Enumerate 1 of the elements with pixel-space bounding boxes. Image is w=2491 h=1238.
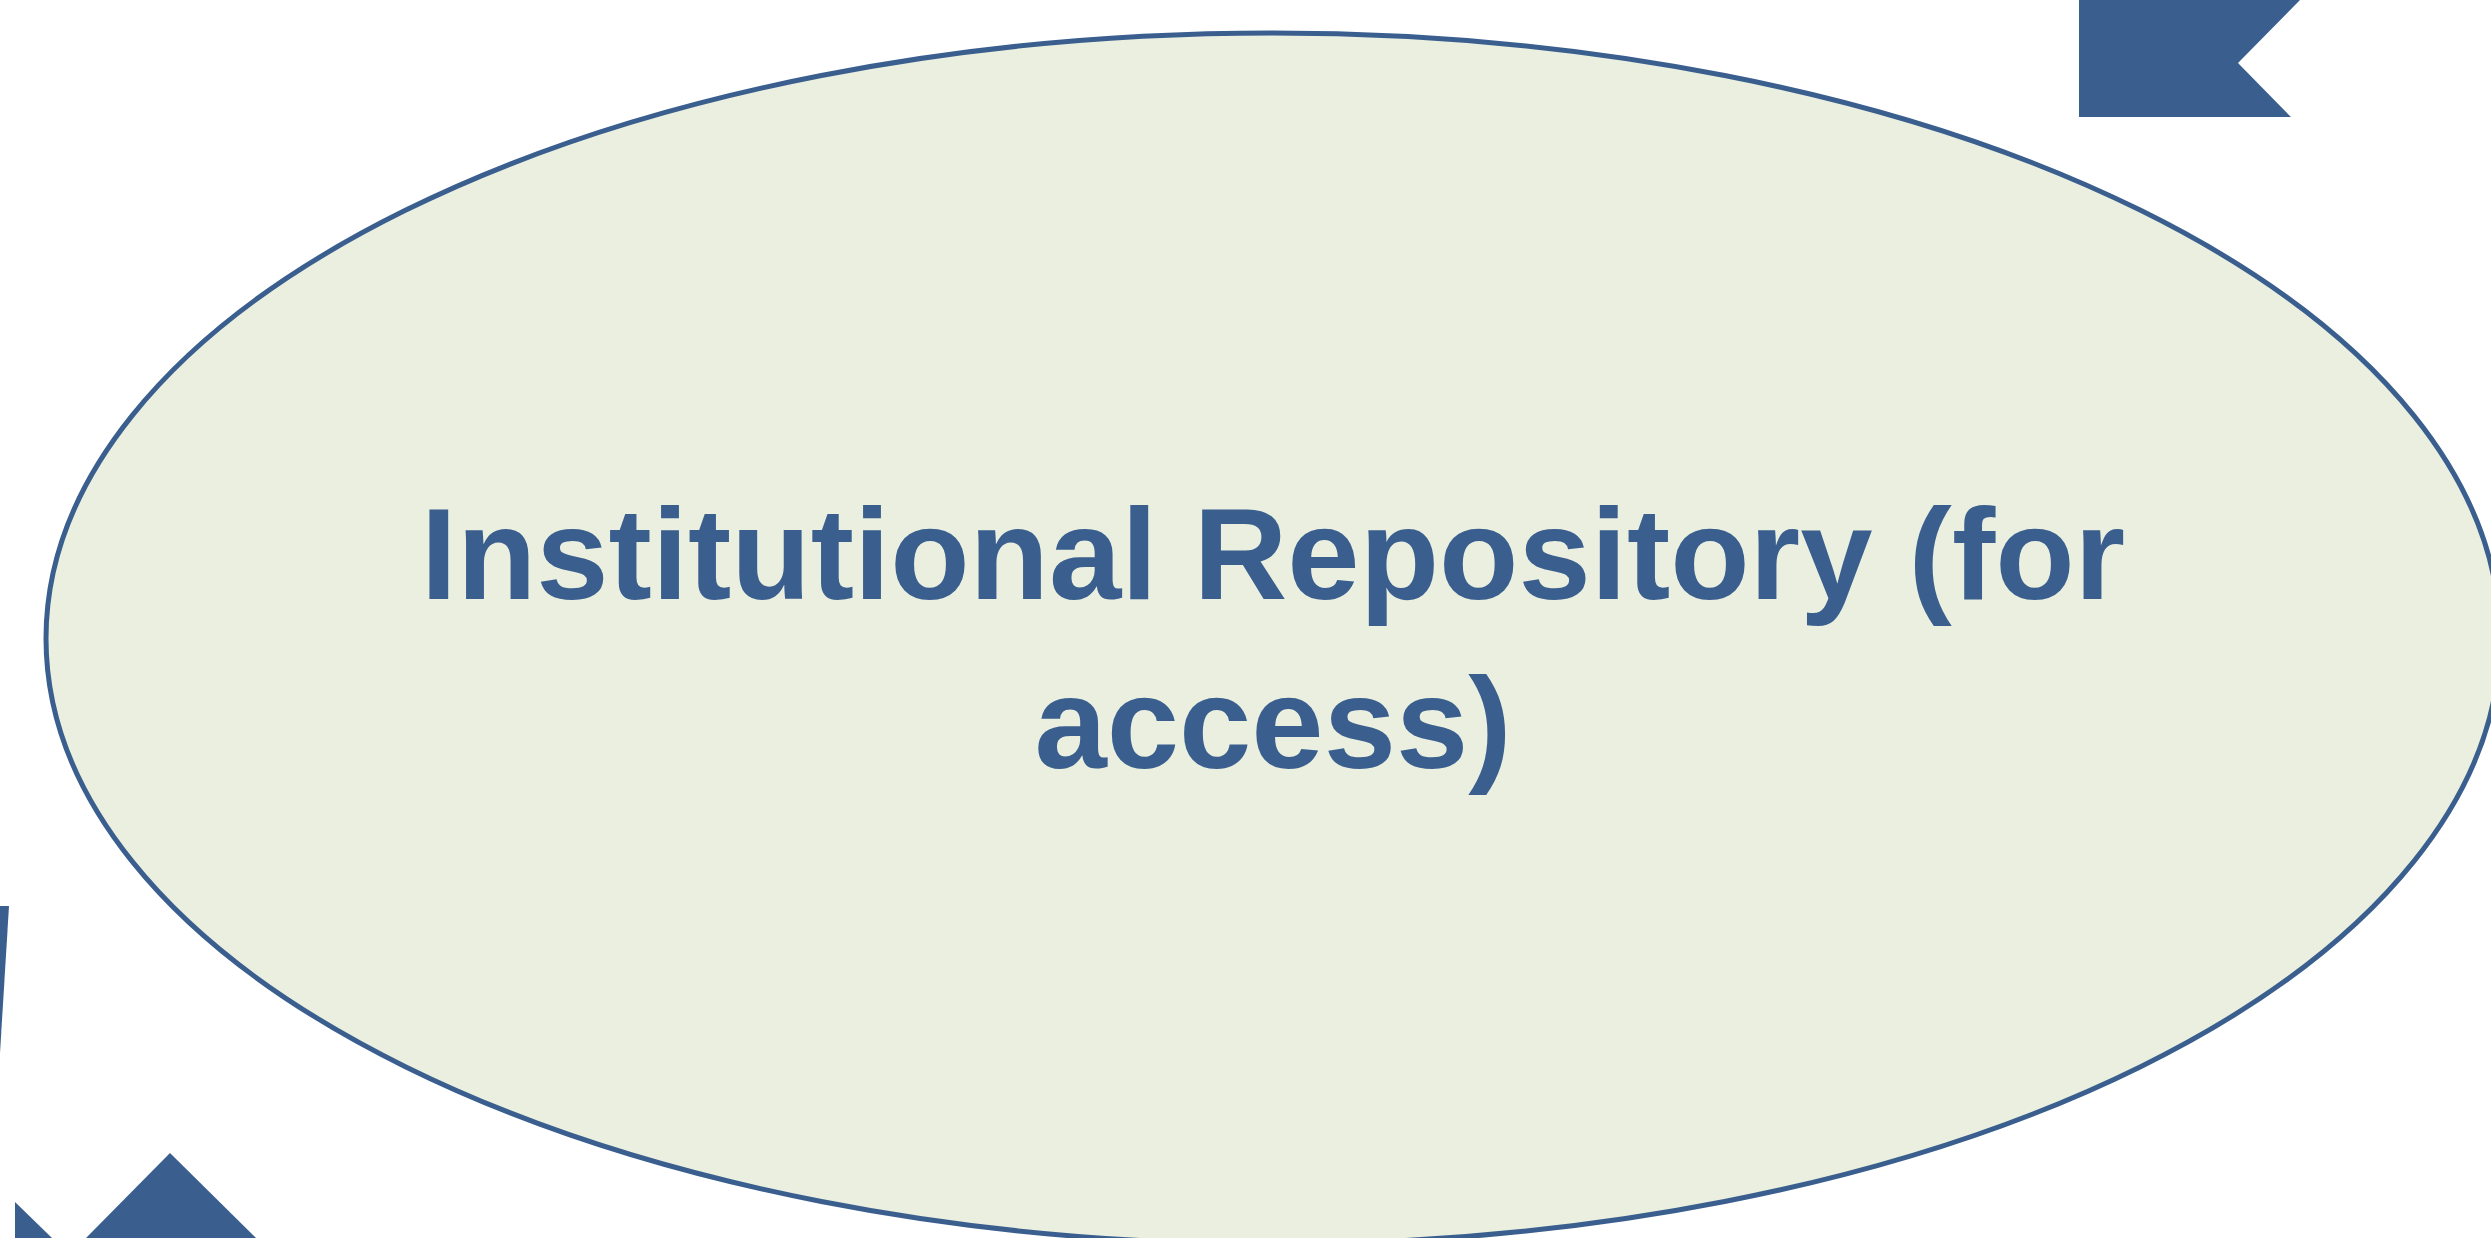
node-label: Institutional Repository (for access) xyxy=(419,479,2127,798)
